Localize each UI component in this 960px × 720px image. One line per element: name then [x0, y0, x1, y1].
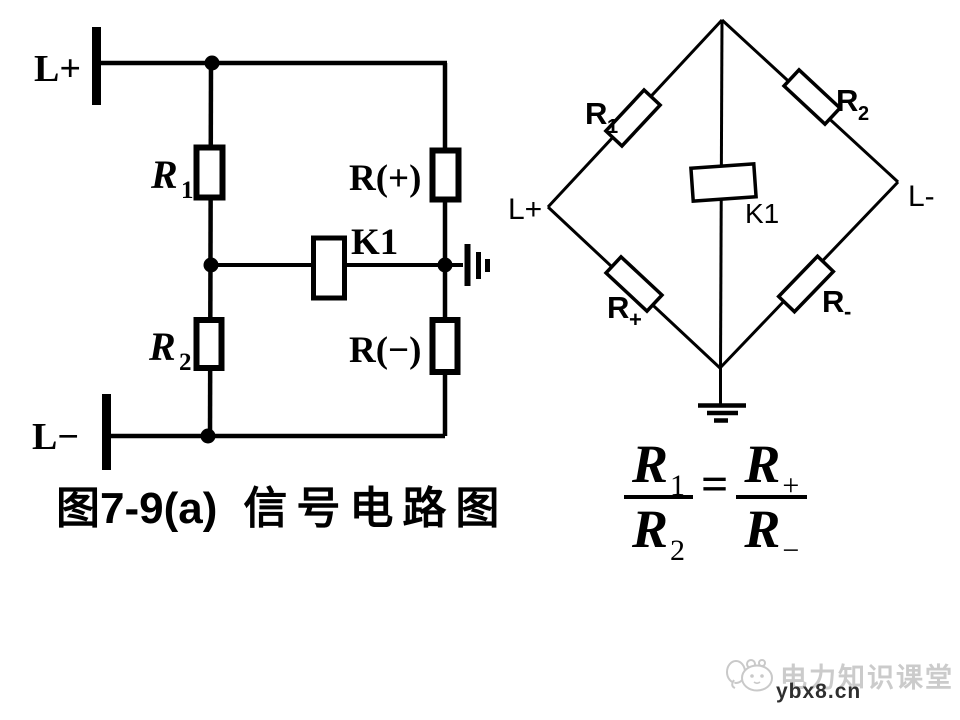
formula-r: R — [744, 434, 781, 494]
label-r1: R — [150, 152, 178, 197]
label-l-minus: L- — [908, 180, 935, 213]
junction-dot — [437, 257, 453, 273]
denominator-right: R− — [736, 498, 807, 566]
resistor-r-plus — [603, 254, 665, 314]
watermark-site-text: ybx8.cn — [776, 680, 862, 703]
label-r2-sub: 2 — [179, 349, 192, 376]
formula-sub: + — [782, 469, 800, 502]
resistor-r1 — [603, 87, 663, 149]
formula-sub: 1 — [670, 469, 686, 502]
watermark-mascot-icon — [726, 659, 773, 692]
label-r-minus: R(−) — [349, 330, 421, 371]
label-l-plus: L+ — [508, 193, 542, 226]
fraction-right: R+ R− — [736, 434, 808, 566]
resistor-r2 — [193, 317, 225, 371]
label-r-plus-sub: + — [629, 307, 642, 332]
resistor-r2 — [781, 67, 843, 127]
label-l-plus: L+ — [34, 48, 81, 90]
resistor-r-minus — [776, 253, 836, 315]
formula-sub: 2 — [670, 533, 686, 567]
equals-sign: = — [701, 458, 729, 512]
fraction-left: R1 R2 — [624, 434, 694, 566]
label-r2-sub: 2 — [858, 103, 869, 125]
caption-number: 图7-9(a) — [56, 484, 218, 533]
resistor-r-minus — [429, 317, 461, 375]
label-l-minus: L− — [32, 416, 79, 458]
formula-r: R — [632, 434, 669, 494]
label-k1: K1 — [351, 222, 398, 263]
resistor-r1 — [193, 144, 226, 201]
formula-sub: − — [782, 533, 800, 567]
watermark-brand-text: 电力知识课堂 — [780, 663, 954, 693]
left-circuit-diagram: L+ L− R 1 R 2 R(+) R(−) K1 — [32, 27, 490, 470]
relay-k1 — [311, 235, 347, 301]
label-r1-sub: 1 — [181, 177, 194, 204]
denominator-left: R2 — [624, 498, 693, 566]
label-r2: R — [148, 324, 176, 369]
numerator-left: R1 — [624, 434, 693, 502]
label-r-minus-sub: - — [844, 299, 851, 324]
junction-dot — [200, 428, 216, 444]
junction-dot — [203, 257, 219, 273]
label-r1-sub: 1 — [607, 116, 618, 138]
junction-dot — [204, 55, 220, 71]
numerator-right: R+ — [736, 434, 807, 502]
watermark: 电力知识课堂 ybx8.cn — [724, 644, 952, 708]
balance-formula: R1 R2 = R+ R− — [624, 434, 808, 566]
fraction-bar — [624, 494, 694, 499]
caption-title: 信号电路图 — [243, 484, 509, 533]
label-r2: R — [836, 83, 858, 118]
relay-k1 — [689, 161, 758, 204]
formula-r: R — [632, 498, 669, 559]
label-k1: K1 — [745, 198, 779, 229]
figure-caption: 图7-9(a) 信号电路图 — [56, 472, 508, 536]
label-r-minus: R — [822, 284, 844, 319]
fraction-bar — [736, 494, 808, 499]
resistor-r-plus — [429, 147, 462, 203]
label-r-plus: R — [607, 290, 629, 325]
label-r1: R — [585, 96, 607, 131]
formula-r: R — [744, 498, 781, 559]
label-r-plus: R(+) — [349, 158, 421, 199]
bridge-circuit-diagram: R 1 R 2 R + R - L+ L- K1 — [508, 18, 935, 423]
wire-left-branch — [207, 62, 214, 437]
